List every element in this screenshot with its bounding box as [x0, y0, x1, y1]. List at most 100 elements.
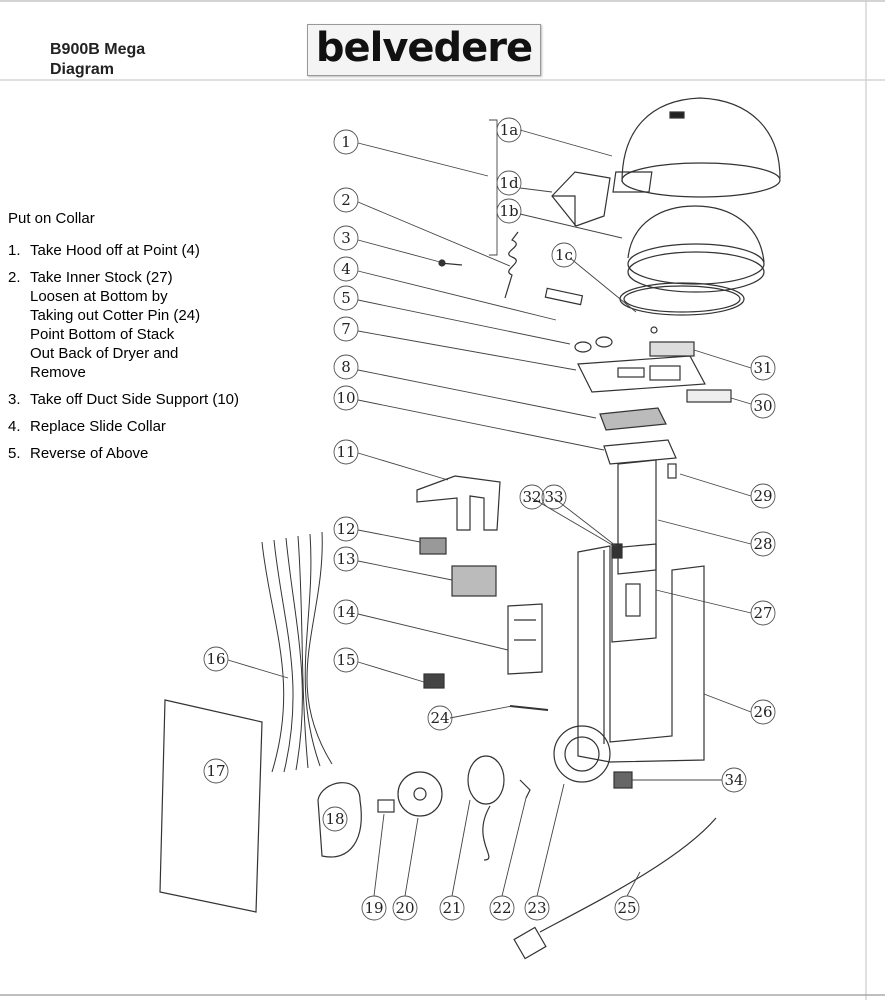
svg-text:21: 21	[442, 899, 461, 917]
svg-text:22: 22	[492, 899, 511, 917]
svg-text:23: 23	[527, 899, 546, 917]
logo-text: belvedere	[315, 25, 533, 71]
title-line-model: B900B Mega	[50, 41, 146, 58]
callout-24: 24	[427, 705, 453, 731]
leader-lines	[227, 119, 752, 897]
part-callouts: 1 1a 1b 1c 1d 2 3 4 5 7 8 10 11 12 13 14…	[203, 117, 776, 921]
blower-fan	[397, 771, 443, 817]
svg-text:16: 16	[206, 650, 225, 668]
instructions-panel: Put on Collar 1. Take Hood off at Point …	[8, 210, 308, 471]
step-number: 3.	[8, 391, 21, 408]
stack-clip	[611, 543, 623, 559]
base-frame	[577, 545, 705, 763]
svg-text:10: 10	[336, 389, 355, 407]
svg-text:19: 19	[364, 899, 383, 917]
svg-text:24: 24	[430, 709, 449, 727]
callout-11: 11	[333, 439, 359, 465]
small-block	[686, 389, 732, 403]
callout-20: 20	[392, 895, 418, 921]
callout-12: 12	[333, 516, 359, 542]
callout-4: 4	[333, 256, 359, 282]
svg-text:12: 12	[336, 520, 355, 538]
callout-1: 1	[333, 129, 359, 155]
instruction-step: 2. Take Inner Stock (27) Loosen at Botto…	[8, 268, 308, 382]
step-text: Replace Slide Collar	[30, 418, 166, 435]
circuit-board	[507, 603, 543, 675]
stack-window	[625, 583, 641, 617]
hood-dome-bottom	[627, 205, 765, 293]
svg-text:3: 3	[341, 229, 351, 247]
svg-text:27: 27	[753, 604, 772, 622]
instructions-heading: Put on Collar	[8, 210, 95, 227]
callout-29: 29	[750, 483, 776, 509]
svg-text:33: 33	[544, 488, 563, 506]
callout-7: 7	[333, 316, 359, 342]
callout-17: 17	[203, 758, 229, 784]
callout-27: 27	[750, 600, 776, 626]
svg-text:18: 18	[325, 810, 344, 828]
callout-1a: 1a	[496, 117, 522, 143]
callout-3: 3	[333, 225, 359, 251]
step-number: 4.	[8, 418, 21, 435]
top-plate	[577, 355, 706, 393]
svg-text:34: 34	[724, 771, 743, 789]
svg-text:28: 28	[753, 535, 772, 553]
motor-shaft	[377, 799, 395, 813]
svg-text:4: 4	[341, 260, 351, 278]
step-text: Take Hood off at Point (4)	[30, 242, 200, 259]
belvedere-logo: belvedere	[307, 24, 541, 76]
svg-text:29: 29	[753, 487, 772, 505]
hood-dome-top	[612, 97, 781, 198]
step-text: Reverse of Above	[30, 445, 149, 462]
instruction-step: 1. Take Hood off at Point (4)	[8, 241, 308, 260]
timer-assembly	[451, 565, 497, 597]
blower-motor	[467, 755, 505, 861]
callout-13: 13	[333, 546, 359, 572]
slide-collar	[603, 439, 677, 465]
step-number: 5.	[8, 445, 21, 462]
blower-housing	[317, 782, 362, 858]
instruction-step: 3. Take off Duct Side Support (10)	[8, 390, 308, 409]
wire-harness	[261, 531, 333, 773]
cotter-pin	[509, 705, 549, 711]
svg-text:7: 7	[341, 320, 351, 338]
duct-bracket	[416, 475, 501, 531]
power-cord	[513, 817, 717, 960]
diagram-title: B900B Mega Diagram	[50, 40, 145, 80]
svg-text:1: 1	[341, 133, 351, 151]
svg-text:5: 5	[341, 289, 351, 307]
callout-18: 18	[322, 806, 348, 832]
callout-10: 10	[333, 385, 359, 411]
svg-text:26: 26	[753, 703, 772, 721]
step-text: Take off Duct Side Support (10)	[30, 391, 240, 408]
side-panel	[159, 699, 263, 913]
pivot-caps	[574, 326, 658, 353]
svg-text:31: 31	[753, 359, 772, 377]
svg-text:11: 11	[336, 443, 355, 461]
callout-2: 2	[333, 187, 359, 213]
callout-5: 5	[333, 285, 359, 311]
callout-21: 21	[439, 895, 465, 921]
callout-25: 25	[614, 895, 640, 921]
svg-text:20: 20	[395, 899, 414, 917]
svg-text:1c: 1c	[555, 246, 573, 264]
svg-text:17: 17	[206, 762, 225, 780]
svg-text:14: 14	[336, 603, 355, 621]
inner-stack	[611, 543, 657, 643]
callout-1b: 1b	[496, 198, 522, 224]
callout-16: 16	[203, 646, 229, 672]
callout-30: 30	[750, 393, 776, 419]
title-line-diagram: Diagram	[50, 61, 115, 78]
terminal-connector	[423, 673, 445, 689]
strain-relief	[613, 771, 633, 789]
callout-32: 32	[519, 484, 545, 510]
callout-22: 22	[489, 895, 515, 921]
thermal-fuse	[519, 779, 531, 799]
callout-14: 14	[333, 599, 359, 625]
callout-8: 8	[333, 354, 359, 380]
callout-33: 33	[541, 484, 567, 510]
screw-part	[438, 259, 463, 267]
outer-stack	[617, 459, 657, 575]
